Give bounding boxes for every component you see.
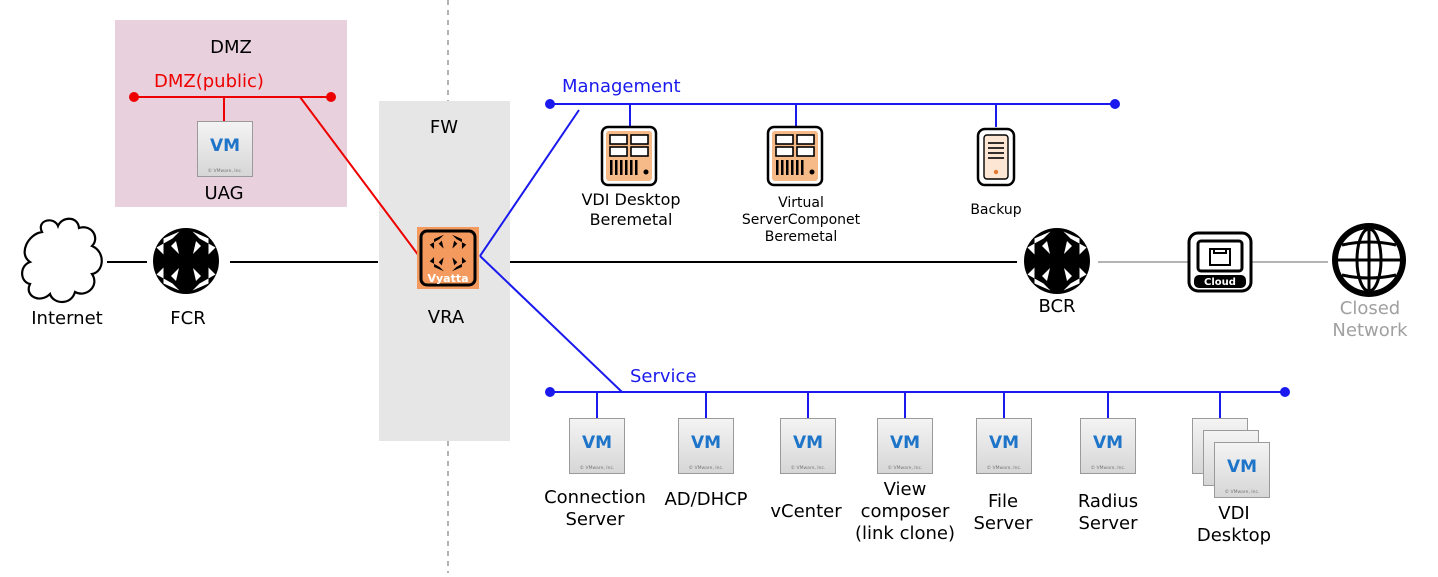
router-icon[interactable] bbox=[153, 228, 219, 294]
dmz-bus-end bbox=[129, 92, 139, 102]
virtual-server-label: ServerComponet bbox=[742, 212, 861, 228]
vdi-desktop-label: Desktop bbox=[1197, 525, 1271, 546]
ad-dhcp-label: AD/DHCP bbox=[664, 489, 747, 510]
view-composer-label: View bbox=[884, 479, 927, 500]
connection-server-label: Server bbox=[565, 509, 625, 530]
closed-network-label: Network bbox=[1332, 320, 1408, 341]
vm-icon[interactable] bbox=[877, 418, 933, 474]
link-vra-service bbox=[479, 255, 623, 393]
management-bus-end bbox=[545, 99, 555, 109]
fw-zone-label: FW bbox=[430, 117, 458, 138]
backup-label: Backup bbox=[970, 202, 1021, 218]
vm-icon[interactable] bbox=[678, 418, 734, 474]
dmz-public-label: DMZ(public) bbox=[154, 71, 264, 92]
view-composer-label: (link clone) bbox=[855, 523, 955, 544]
vm-icon[interactable] bbox=[780, 418, 836, 474]
link-dmz-vra bbox=[299, 96, 420, 257]
cloud-badge: Cloud bbox=[1204, 277, 1236, 288]
vdi-desktop-label: VDI bbox=[1218, 503, 1249, 524]
service-bus-end bbox=[545, 387, 555, 397]
vm-icon[interactable] bbox=[197, 121, 253, 177]
closed-network-label: Closed bbox=[1340, 298, 1400, 319]
baremetal-server-icon[interactable] bbox=[766, 125, 824, 187]
vra-label: VRA bbox=[428, 307, 465, 328]
vyatta-badge: Vyatta bbox=[427, 272, 468, 285]
radius-server-label: Radius bbox=[1078, 491, 1138, 512]
virtual-server-label: Virtual bbox=[778, 195, 824, 211]
service-label: Service bbox=[630, 366, 697, 387]
virtual-server-label: Beremetal bbox=[765, 229, 838, 245]
radius-server-label: Server bbox=[1078, 513, 1138, 534]
baremetal-server-icon[interactable] bbox=[600, 125, 658, 187]
file-server-label: File bbox=[988, 491, 1018, 512]
router-icon[interactable] bbox=[1024, 228, 1090, 294]
internet-label: Internet bbox=[31, 308, 102, 329]
vyatta-router-icon[interactable]: Vyatta bbox=[417, 227, 479, 289]
file-server-label: Server bbox=[973, 513, 1033, 534]
uag-label: UAG bbox=[204, 183, 243, 204]
vm-icon[interactable] bbox=[1080, 418, 1136, 474]
vm-icon[interactable] bbox=[569, 418, 625, 474]
management-bus-end bbox=[1110, 99, 1120, 109]
dmz-zone-label: DMZ bbox=[210, 37, 252, 58]
vcenter-label: vCenter bbox=[770, 501, 842, 522]
management-label: Management bbox=[562, 76, 681, 97]
cloud-icon[interactable] bbox=[21, 217, 103, 304]
cloud-gateway-icon[interactable]: Cloud bbox=[1187, 231, 1253, 293]
vdi-baremetal-label: VDI Desktop bbox=[581, 190, 680, 209]
vm-icon[interactable] bbox=[976, 418, 1032, 474]
link-vra-management bbox=[479, 109, 580, 257]
dmz-bus-end bbox=[326, 92, 336, 102]
bcr-label: BCR bbox=[1038, 296, 1075, 317]
globe-icon[interactable] bbox=[1332, 223, 1406, 297]
service-bus-end bbox=[1280, 387, 1290, 397]
vm-stack-icon[interactable] bbox=[1192, 418, 1270, 498]
fcr-label: FCR bbox=[170, 308, 205, 329]
view-composer-label: composer bbox=[861, 501, 950, 522]
tower-server-icon[interactable] bbox=[976, 127, 1016, 187]
vdi-baremetal-label: Beremetal bbox=[590, 210, 673, 229]
connection-server-label: Connection bbox=[544, 487, 646, 508]
